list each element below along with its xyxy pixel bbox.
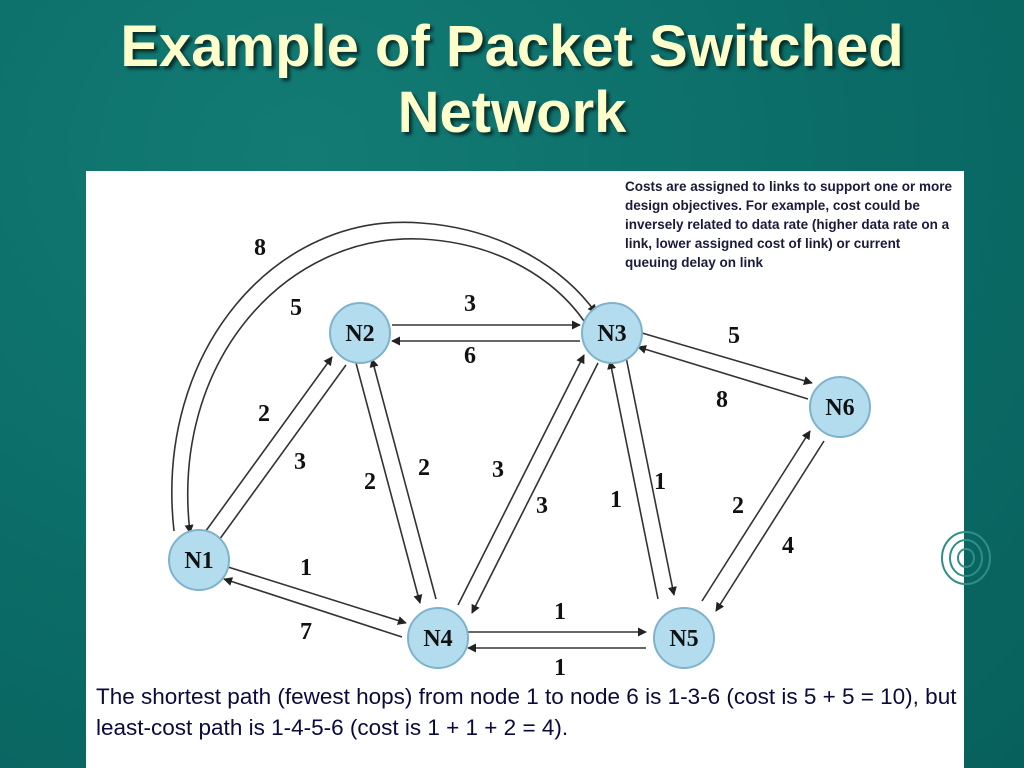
cost-n5-n6-right: 4: [782, 533, 794, 559]
cost-n1-n3-inner: 5: [290, 295, 302, 321]
link-n5-n6-left: [701, 430, 811, 602]
node-n2-label: N2: [345, 321, 374, 347]
slide-title-line-1: Example of Packet Switched: [120, 14, 904, 79]
cost-n5-n6-left: 2: [732, 493, 744, 519]
link-n3-n4-right: [471, 362, 599, 614]
link-n1-n4-top: [227, 566, 407, 625]
link-n3-n4-left: [457, 354, 585, 606]
cost-note: Costs are assigned to links to support o…: [625, 179, 953, 270]
link-n3-n6-bottom: [637, 345, 809, 400]
decorative-swirl-icon: [941, 531, 991, 585]
cost-n1-n4-bottom: 7: [300, 619, 312, 645]
cost-n3-n6-bottom: 8: [716, 387, 728, 413]
network-diagram: 8 5 3 6 5 8 2 3 2 2 3 3 1 1 2 4 1 7 1 1 …: [168, 221, 871, 681]
link-n1-n4-bottom: [223, 577, 403, 638]
node-n5-label: N5: [669, 626, 698, 652]
link-n2-n4-left: [355, 362, 423, 604]
node-n4: N4: [407, 607, 469, 669]
link-n3-n6-top: [641, 332, 813, 386]
cost-n2-n4-right: 2: [418, 455, 430, 481]
link-n1-n3-outer: [171, 221, 597, 532]
node-n1-label: N1: [184, 548, 213, 574]
node-n3: N3: [581, 302, 643, 364]
link-n3-n5-left: [607, 360, 659, 600]
node-n6: N6: [809, 376, 871, 438]
cost-n1-n4-top: 1: [300, 555, 312, 581]
cost-n4-n5-top: 1: [554, 599, 566, 625]
cost-n3-n5-left: 1: [610, 487, 622, 513]
node-n1: N1: [168, 529, 230, 591]
slide-title-line-2: Network: [397, 80, 627, 145]
cost-n2-n4-left: 2: [364, 469, 376, 495]
cost-n1-n3-outer: 8: [254, 235, 266, 261]
cost-n4-n5-bottom: 1: [554, 655, 566, 681]
slide-title: Example of Packet Switched Network: [0, 14, 1024, 146]
cost-n3-n4-left: 3: [492, 457, 504, 483]
node-n4-label: N4: [423, 626, 452, 652]
node-n2: N2: [329, 302, 391, 364]
cost-n2-n3-top: 3: [464, 291, 476, 317]
link-n1-n2-outer: [199, 356, 333, 540]
cost-n2-n3-bottom: 6: [464, 343, 476, 369]
link-n3-n5-right: [625, 356, 677, 596]
node-n5: N5: [653, 607, 715, 669]
link-n1-n3-inner: [184, 238, 585, 534]
cost-n1-n2-outer: 2: [258, 401, 270, 427]
cost-n1-n2-inner: 3: [294, 449, 306, 475]
path-caption: The shortest path (fewest hops) from nod…: [96, 684, 957, 740]
diagram-panel: 8 5 3 6 5 8 2 3 2 2 3 3 1 1 2 4 1 7 1 1 …: [86, 171, 964, 768]
cost-n3-n5-right: 1: [654, 469, 666, 495]
cost-n3-n6-top: 5: [728, 323, 740, 349]
link-n2-n4-right: [369, 358, 437, 600]
link-n5-n6-right: [715, 440, 825, 612]
link-n1-n2-inner: [213, 364, 347, 548]
cost-n3-n4-right: 3: [536, 493, 548, 519]
node-n6-label: N6: [825, 395, 854, 421]
node-n3-label: N3: [597, 321, 626, 347]
